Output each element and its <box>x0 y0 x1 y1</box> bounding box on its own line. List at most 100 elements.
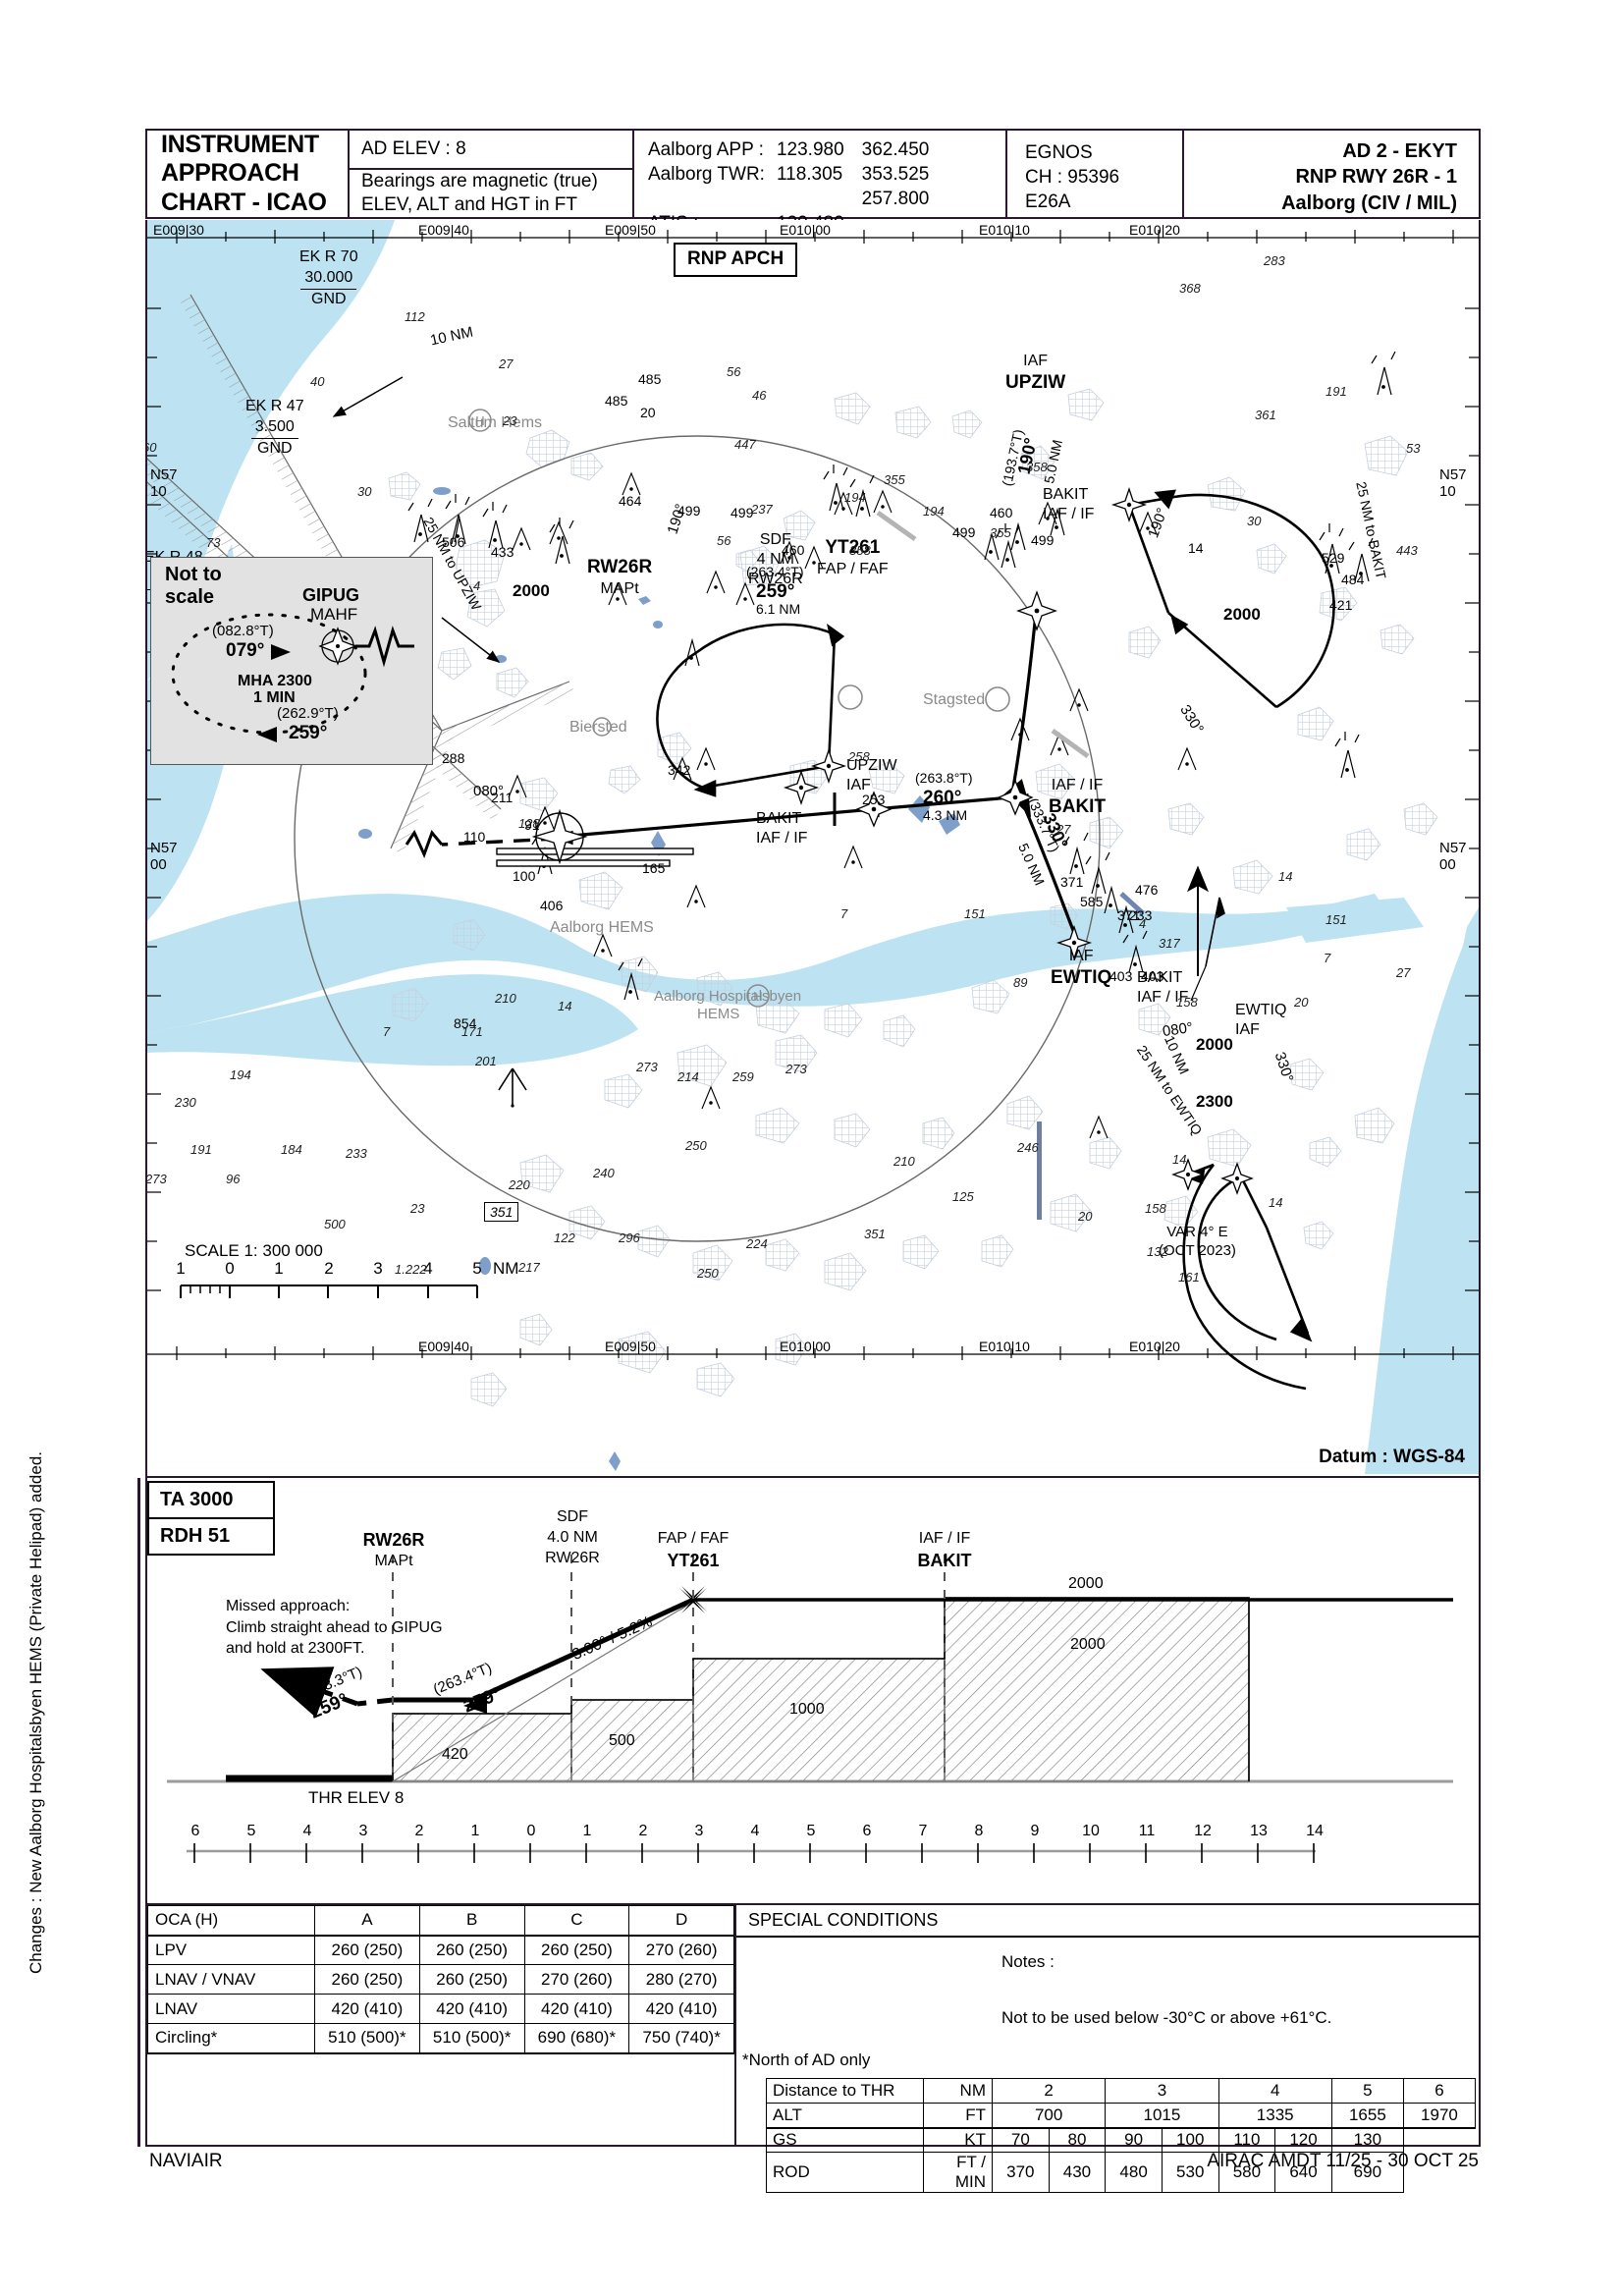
oca-cell: 510 (500)* <box>418 2023 525 2054</box>
obstacle-elevation: 403 <box>1109 968 1133 984</box>
profile-fix-sdf: SDF 4.0 NM RW26R <box>518 1507 626 1568</box>
distance-cell: 2 <box>991 2078 1107 2104</box>
oca-row-label: LNAV / VNAV <box>147 1964 315 1995</box>
spot-elevation: 122 <box>554 1230 575 1245</box>
left-rule <box>137 1478 140 2147</box>
egnos-label: EGNOS <box>1025 142 1093 163</box>
profile-fix-rw26r: RW26R MAPt <box>340 1529 448 1572</box>
plan-view-panel: H H <box>145 220 1481 1478</box>
spot-elevation: 191 <box>1325 384 1347 399</box>
graticule-label-top-2: E009|40 <box>418 222 469 238</box>
msa-sector-arc <box>294 435 1101 1242</box>
oca-cell: 260 (250) <box>314 1964 420 1995</box>
inset-mahf-name: GIPUG <box>302 585 360 605</box>
obstacle-elevation: 403 <box>1141 968 1164 984</box>
gs-cell: 100 <box>1161 2127 1219 2153</box>
ekr70-upper: 30.000 <box>300 268 357 290</box>
spot-elevation: 210 <box>495 991 516 1006</box>
distance-cell: 5 <box>1330 2078 1404 2104</box>
distance-row-label: Distance to THR <box>766 2078 924 2104</box>
gs-cell: 110 <box>1217 2127 1276 2153</box>
spot-elevation: 56 <box>717 533 731 548</box>
inset-title-line-1: Not to <box>165 564 222 585</box>
gs-row-unit: KT <box>923 2127 993 2153</box>
aerodrome-name: Aalborg (CIV / MIL) <box>1281 191 1457 214</box>
spot-elevation: 191 <box>190 1142 212 1157</box>
waypoint-yt261-fap: YT261 FAP / FAF <box>817 536 889 579</box>
bakit-nw-role: IAF / IF <box>756 830 808 847</box>
spot-elevation: 358 <box>849 543 871 558</box>
step-altitude-1000: 1000 <box>789 1701 825 1718</box>
missed-approach-track <box>441 837 559 847</box>
profile-rw26r-role: MAPt <box>374 1553 413 1570</box>
place-name-aalborg-hospitalsbyen: Aalborg Hospitalsbyen <box>654 988 802 1005</box>
spot-elevation: 7 <box>1324 951 1331 965</box>
waypoint-upziw-east: IAF UPZIW <box>1005 352 1065 395</box>
spot-elevation: 151 <box>964 906 986 921</box>
spot-elevation: 112 <box>405 309 425 324</box>
spot-elevation: 361 <box>1255 408 1276 422</box>
waypoint-upziw-nw: UPZIW IAF <box>846 756 897 795</box>
alt-row: ALT FT 700 1015 1335 1655 1970 <box>766 2103 1477 2129</box>
profile-dist-tick: 2 <box>638 1823 648 1839</box>
restricted-area-ekr70: EK R 70 30.000 GND <box>299 247 358 309</box>
profile-dist-tick: 12 <box>1194 1823 1212 1839</box>
spot-elevation: 158 <box>1176 995 1198 1010</box>
spot-elevation: 368 <box>1179 281 1201 296</box>
obstacle-elevation: 485 <box>638 371 662 387</box>
freq-uhf: 353.525 <box>861 163 930 185</box>
profile-dist-tick: 0 <box>526 1823 536 1839</box>
obstacle-elevation: 421 <box>1329 597 1353 613</box>
ekr70-lower: GND <box>311 290 347 307</box>
water-bay-southwest <box>147 974 638 1066</box>
spot-elevation: 194 <box>844 490 866 505</box>
var-value: VAR 4° E <box>1166 1224 1228 1240</box>
spot-elevation: 7 <box>840 906 848 921</box>
oca-row-lpv: LPV 260 (250) 260 (250) 260 (250) 270 (2… <box>147 1935 734 1965</box>
obstacle-elevation: 165 <box>642 860 666 876</box>
oca-header-row: OCA (H) A B C D <box>147 1905 734 1937</box>
profile-dist-tick: 14 <box>1306 1823 1324 1839</box>
step-altitude-2000-top: 2000 <box>1068 1575 1104 1592</box>
oca-table: OCA (H) A B C D LPV 260 (250) 260 (250) … <box>147 1905 734 2054</box>
lakes <box>358 487 960 1471</box>
ewtiq-role: IAF <box>1068 948 1094 964</box>
spot-elevation: 201 <box>475 1054 497 1068</box>
profile-dist-tick: 8 <box>974 1823 984 1839</box>
place-name-stagsted: Stagsted <box>923 691 986 708</box>
spot-elevation: 210 <box>893 1154 915 1169</box>
geodetic-datum-label: Datum : WGS-84 <box>1319 1447 1465 1467</box>
gs-cell: 90 <box>1105 2127 1163 2153</box>
inset-outbound-magnetic: 259° <box>289 723 328 743</box>
profile-fix-bakit: IAF / IF BAKIT <box>890 1529 1000 1572</box>
graticule-ticks <box>147 230 1479 1360</box>
rod-row-unit: FT / MIN <box>923 2152 993 2193</box>
spot-elevation: 14 <box>1278 869 1293 884</box>
spot-elevation: 258 <box>848 749 870 764</box>
procedure-identifier: RNP RWY 26R - 1 <box>1295 166 1457 189</box>
profile-dist-tick: 4 <box>302 1823 312 1839</box>
spot-elevation: 20 <box>1078 1209 1093 1224</box>
bakit-se-name: BAKIT <box>1137 969 1183 986</box>
spot-elevation-224: 1.222 <box>395 1262 427 1277</box>
frequency-row: 257.800 <box>648 188 930 212</box>
scale-tick-label: 5 <box>472 1259 482 1278</box>
alt-cell: 700 <box>991 2103 1107 2129</box>
chart-title-block: INSTRUMENT APPROACH CHART - ICAO <box>147 131 350 217</box>
spot-elevation: 161 <box>1178 1270 1200 1285</box>
bakit-ne-name: BAKIT <box>1043 486 1089 503</box>
route-break-symbol <box>405 829 444 858</box>
units-note: Bearings are magnetic (true) ELEV, ALT a… <box>350 170 632 217</box>
yt261-name: YT261 <box>825 537 881 558</box>
spot-elevation: 151 <box>1325 912 1347 927</box>
profile-dist-tick: 7 <box>918 1823 928 1839</box>
oca-row-lnav: LNAV 420 (410) 420 (410) 420 (410) 420 (… <box>147 1994 734 2024</box>
oca-corner-label: OCA (H) <box>147 1905 315 1937</box>
yt261-role: FAP / FAF <box>817 560 889 577</box>
holding-pattern-northeast <box>1127 489 1335 709</box>
ad-elev-value: AD ELEV : 8 <box>350 131 632 170</box>
spot-elevation: 158 <box>1145 1201 1166 1216</box>
graticule-label-top-1: E009|30 <box>153 222 204 238</box>
spot-elevation: 23 <box>503 413 517 428</box>
